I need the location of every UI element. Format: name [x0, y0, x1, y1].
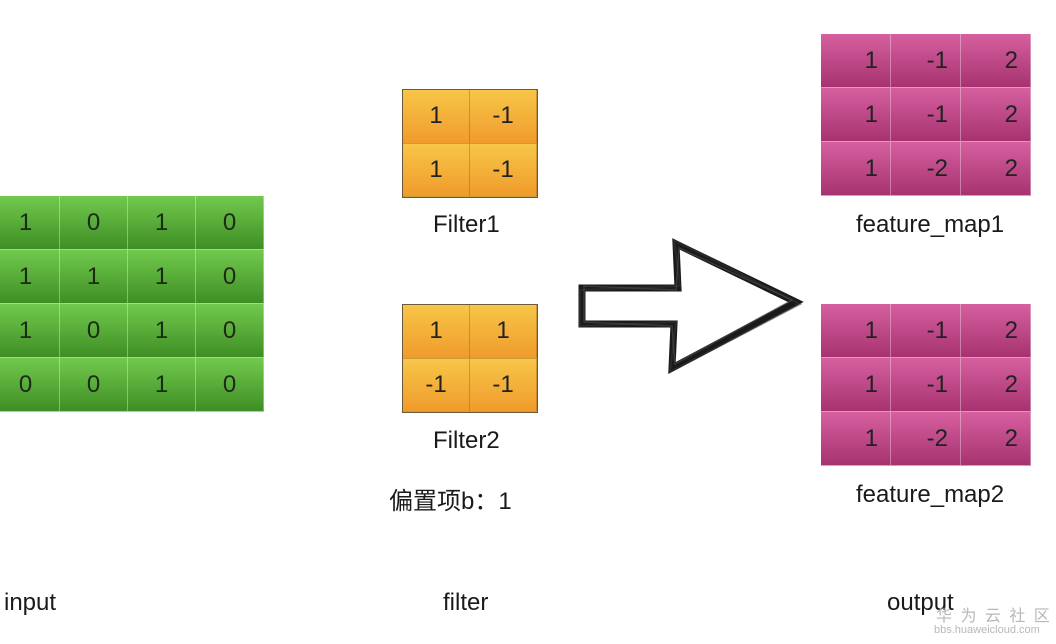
- feature-map1-cell: 1: [821, 88, 891, 142]
- input-cell: 1: [0, 250, 60, 304]
- input-cell: 0: [196, 250, 264, 304]
- feature-map2-cell: 2: [961, 412, 1031, 466]
- filter1-caption: Filter1: [433, 211, 500, 238]
- filter2-caption: Filter2: [433, 427, 500, 454]
- feature-map2-cell: 1: [821, 358, 891, 412]
- feature-map1-cell: 1: [821, 142, 891, 196]
- feature-map1-cell: -1: [891, 34, 961, 88]
- filter1-cell: -1: [470, 143, 537, 197]
- input-cell: 1: [128, 304, 196, 358]
- filter1-cell: 1: [403, 90, 470, 144]
- input-cell: 0: [60, 358, 128, 412]
- output-section-label: output: [887, 589, 954, 616]
- feature-map2-cell: -1: [891, 304, 961, 358]
- feature-map2-cell: -2: [891, 412, 961, 466]
- feature-map2-cell: -1: [891, 358, 961, 412]
- filter2-cell: 1: [403, 305, 470, 359]
- input-cell: 1: [128, 358, 196, 412]
- feature-map1-grid: 1 -1 2 1 -1 2 1 -2 2: [821, 34, 1031, 196]
- input-section-label: input: [4, 589, 57, 616]
- filter1-grid: 1 -1 1 -1: [402, 89, 538, 198]
- feature-map1-caption: feature_map1: [856, 211, 1005, 238]
- filter1-cell: 1: [403, 143, 470, 197]
- feature-map2-cell: 1: [821, 304, 891, 358]
- right-arrow-icon: [578, 238, 804, 374]
- feature-map1-cell: -1: [891, 88, 961, 142]
- feature-map2-cell: 2: [961, 304, 1031, 358]
- feature-map2-cell: 1: [821, 412, 891, 466]
- filter2-cell: 1: [470, 305, 537, 359]
- feature-map1-cell: 2: [961, 34, 1031, 88]
- input-grid: 1 0 1 0 1 1 1 0 1 0 1 0 0 0 1 0: [0, 196, 264, 412]
- watermark-brand: 华 为 云 社 区: [936, 608, 1052, 625]
- input-cell: 0: [0, 358, 60, 412]
- input-cell: 1: [128, 250, 196, 304]
- filter1-cell: -1: [470, 90, 537, 144]
- filter2-cell: -1: [403, 358, 470, 412]
- input-cell: 1: [0, 304, 60, 358]
- input-cell: 1: [0, 196, 60, 250]
- input-cell: 0: [196, 196, 264, 250]
- feature-map1-cell: 1: [821, 34, 891, 88]
- input-cell: 0: [60, 196, 128, 250]
- input-cell: 0: [196, 358, 264, 412]
- feature-map2-grid: 1 -1 2 1 -1 2 1 -2 2: [821, 304, 1031, 466]
- filter2-grid: 1 1 -1 -1: [402, 304, 538, 413]
- feature-map2-caption: feature_map2: [856, 481, 1005, 508]
- input-cell: 1: [128, 196, 196, 250]
- filter-section-label: filter: [443, 589, 489, 616]
- feature-map1-cell: -2: [891, 142, 961, 196]
- input-cell: 0: [196, 304, 264, 358]
- filter2-cell: -1: [470, 358, 537, 412]
- feature-map1-cell: 2: [961, 142, 1031, 196]
- watermark-url: bbs.huaweicloud.com: [934, 624, 1040, 636]
- feature-map2-cell: 2: [961, 358, 1031, 412]
- bias-label: 偏置项b：1: [389, 488, 512, 515]
- input-cell: 1: [60, 250, 128, 304]
- input-cell: 0: [60, 304, 128, 358]
- feature-map1-cell: 2: [961, 88, 1031, 142]
